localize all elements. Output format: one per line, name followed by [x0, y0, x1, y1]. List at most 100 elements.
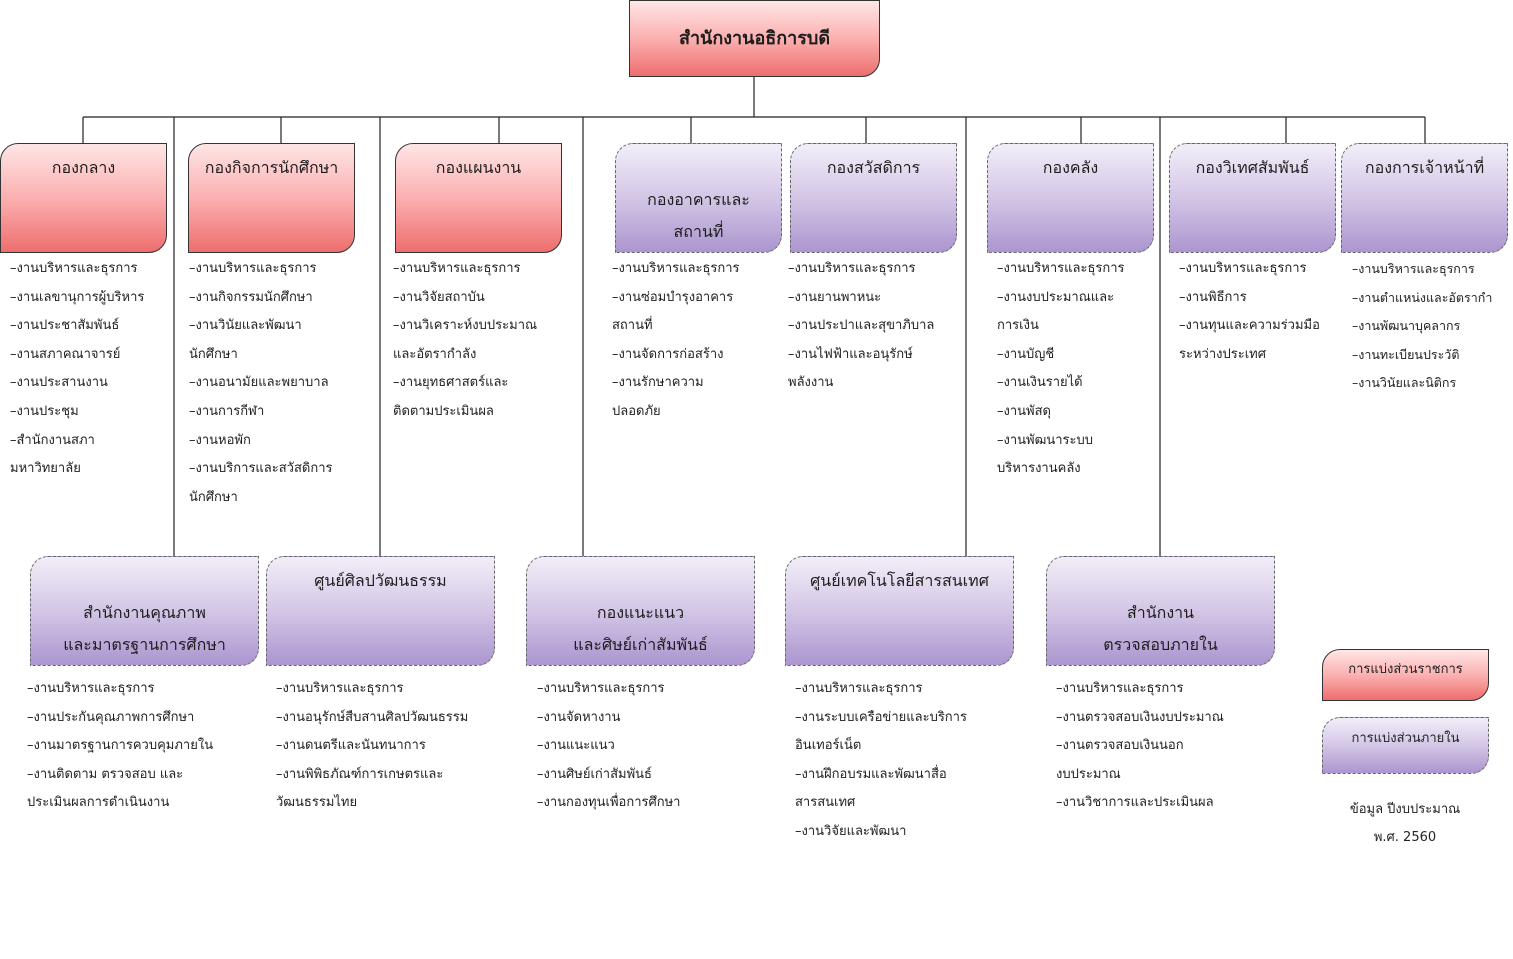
task-item: นักศึกษา	[189, 489, 238, 505]
division-task-list: –งานบริหารและธุรการ –งานจัดหางาน –งานแนะ…	[537, 675, 680, 818]
task-item: –งานอนามัยและพยาบาล	[189, 375, 329, 391]
division-task-list: –งานบริหารและธุรการ –งานยานพาหนะ –งานประ…	[788, 255, 934, 398]
division-task-list: –งานบริหารและธุรการ –งานระบบเครือข่ายและ…	[795, 675, 967, 847]
division-box-student-affairs: กองกิจการนักศึกษา	[188, 143, 355, 253]
task-item: –งานระบบเครือข่ายและบริการ	[795, 709, 967, 725]
task-item: –งานพัฒนาระบบ	[997, 432, 1094, 448]
division-title: กองการเจ้าหน้าที่	[1364, 158, 1485, 177]
task-item: –งานจัดการก่อสร้าง	[612, 346, 724, 362]
division-box-buildings: กองอาคารและ สถานที่	[615, 143, 782, 253]
division-task-list: –งานบริหารและธุรการ –งานงบประมาณและ การเ…	[997, 255, 1125, 484]
division-title: ศูนย์เทคโนโลยีสารสนเทศ	[810, 571, 989, 590]
task-item: –งานวิจัยและพัฒนา	[795, 823, 907, 839]
legend-internal: การแบ่งส่วนภายใน	[1322, 717, 1489, 774]
task-item: –งานแนะแนว	[537, 738, 615, 754]
division-title: กองแผนงาน	[435, 158, 522, 177]
task-item: ประเมินผลการดำเนินงาน	[27, 795, 170, 811]
task-item: –งานฝึกอบรมและพัฒนาสื่อ	[795, 766, 947, 782]
task-item: –งานมาตรฐานการควบคุมภายใน	[27, 738, 214, 754]
division-title: กองวิเทศสัมพันธ์	[1195, 158, 1310, 177]
task-item: นักศึกษา	[189, 346, 238, 362]
division-title: กองกิจการนักศึกษา	[204, 158, 339, 177]
task-item: –งานบริการและสวัสดิการ	[189, 461, 333, 477]
task-item: –งานบริหารและธุรการ	[393, 261, 521, 276]
division-title: สำนักงาน ตรวจสอบภายใน	[1103, 603, 1218, 654]
division-title: ศูนย์ศิลปวัฒนธรรม	[314, 571, 447, 590]
note-line-2: พ.ศ. 2560	[1373, 830, 1437, 845]
task-item: –งานตรวจสอบเงินงบประมาณ	[1056, 709, 1224, 725]
division-box-international: กองวิเทศสัมพันธ์	[1169, 143, 1336, 253]
task-item: –งานประกันคุณภาพการศึกษา	[27, 709, 195, 725]
task-item: –งานพิธีการ	[1179, 289, 1247, 305]
division-task-list: –งานบริหารและธุรการ –งานตำแหน่งและอัตราก…	[1352, 255, 1492, 398]
task-item: –งานการกีฬา	[189, 403, 265, 419]
division-task-list: –งานบริหารและธุรการ –งานพิธีการ –งานทุนแ…	[1179, 255, 1320, 369]
task-item: มหาวิทยาลัย	[10, 461, 81, 477]
task-item: –งานทะเบียนประวัติ	[1352, 346, 1460, 362]
task-item: –งานพิพิธภัณฑ์การเกษตรและ	[276, 766, 444, 782]
task-item: ปลอดภัย	[612, 403, 661, 419]
root-office-title: สำนักงานอธิการบดี	[678, 28, 831, 49]
root-office-box: สำนักงานอธิการบดี	[629, 0, 880, 77]
legend-official-label: การแบ่งส่วนราชการ	[1348, 662, 1463, 677]
task-item: –งานพัฒนาบุคลากร	[1352, 318, 1461, 334]
task-item: อินเทอร์เน็ต	[795, 738, 862, 754]
division-box-it-center: ศูนย์เทคโนโลยีสารสนเทศ	[785, 556, 1014, 666]
task-item: ติดตามประเมินผล	[393, 403, 494, 419]
task-item: –งานวินัยและนิติกร	[1352, 375, 1457, 391]
task-item: –งานทุนและความร่วมมือ	[1179, 318, 1320, 334]
division-box-general-affairs: กองกลาง	[0, 143, 167, 253]
task-item: –งานบริหารและธุรการ	[189, 261, 317, 276]
task-item: –งานบริหารและธุรการ	[788, 261, 916, 276]
division-box-arts-culture: ศูนย์ศิลปวัฒนธรรม	[266, 556, 495, 666]
division-box-planning: กองแผนงาน	[395, 143, 562, 253]
task-item: –งานบริหารและธุรการ	[537, 681, 665, 696]
legend-official: การแบ่งส่วนราชการ	[1322, 649, 1489, 701]
task-item: –งานบริหารและธุรการ	[276, 681, 404, 696]
task-item: –งานไฟฟ้าและอนุรักษ์	[788, 346, 913, 362]
task-item: พลังงาน	[788, 375, 834, 391]
task-item: วัฒนธรรมไทย	[276, 795, 358, 811]
task-item: –งานประชุม	[10, 403, 79, 419]
task-item: –งานศิษย์เก่าสัมพันธ์	[537, 766, 652, 782]
division-task-list: –งานบริหารและธุรการ –งานเลขานุการผู้บริห…	[10, 255, 144, 484]
division-title: กองสวัสดิการ	[826, 158, 921, 177]
division-task-list: –งานบริหารและธุรการ –งานวิจัยสถาบัน –งาน…	[393, 255, 537, 427]
division-title: กองแนะแนว และศิษย์เก่าสัมพันธ์	[573, 603, 708, 654]
division-box-welfare: กองสวัสดิการ	[790, 143, 957, 253]
task-item: –งานเงินรายได้	[997, 375, 1083, 391]
task-item: –งานบริหารและธุรการ	[10, 261, 138, 276]
task-item: งบประมาณ	[1056, 766, 1121, 782]
task-item: –งานตรวจสอบเงินนอก	[1056, 738, 1184, 754]
division-title: กองอาคารและ สถานที่	[647, 190, 750, 241]
task-item: –งานบริหารและธุรการ	[997, 261, 1125, 276]
task-item: –งานยานพาหนะ	[788, 289, 882, 305]
task-item: –งานวิเคราะห์งบประมาณ	[393, 318, 538, 334]
task-item: –งานจัดหางาน	[537, 709, 621, 725]
division-task-list: –งานบริหารและธุรการ –งานกิจกรรมนักศึกษา …	[189, 255, 333, 512]
task-item: –งานกองทุนเพื่อการศึกษา	[537, 795, 681, 811]
task-item: –งานบริหารและธุรการ	[795, 681, 923, 696]
task-item: –งานพัสดุ	[997, 403, 1051, 419]
division-box-finance: กองคลัง	[987, 143, 1154, 253]
task-item: –งานสภาคณาจารย์	[10, 346, 121, 362]
division-box-quality: สำนักงานคุณภาพ และมาตรฐานการศึกษา	[30, 556, 259, 666]
note-line-1: ข้อมูล ปีงบประมาณ	[1349, 802, 1461, 817]
task-item: และอัตรากำลัง	[393, 346, 477, 362]
task-item: –งานวิชาการและประเมินผล	[1056, 795, 1214, 811]
task-item: –งานเลขานุการผู้บริหาร	[10, 289, 145, 305]
division-box-internal-audit: สำนักงาน ตรวจสอบภายใน	[1046, 556, 1275, 666]
task-item: สถานที่	[612, 318, 653, 334]
division-box-guidance-alumni: กองแนะแนว และศิษย์เก่าสัมพันธ์	[526, 556, 755, 666]
task-item: –งานอนุรักษ์สืบสานศิลปวัฒนธรรม	[276, 709, 469, 725]
task-item: –งานกิจกรรมนักศึกษา	[189, 289, 313, 305]
task-item: –งานตำแหน่งและอัตรากำ	[1352, 289, 1493, 305]
task-item: –สำนักงานสภา	[10, 432, 95, 448]
division-task-list: –งานบริหารและธุรการ –งานซ่อมบำรุงอาคาร ส…	[612, 255, 740, 427]
task-item: –งานบริหารและธุรการ	[27, 681, 155, 696]
task-item: –งานประชาสัมพันธ์	[10, 318, 120, 334]
task-item: ระหว่างประเทศ	[1179, 346, 1266, 362]
division-title: กองกลาง	[51, 158, 116, 177]
task-item: การเงิน	[997, 318, 1039, 334]
task-item: –งานบริหารและธุรการ	[1179, 261, 1307, 276]
